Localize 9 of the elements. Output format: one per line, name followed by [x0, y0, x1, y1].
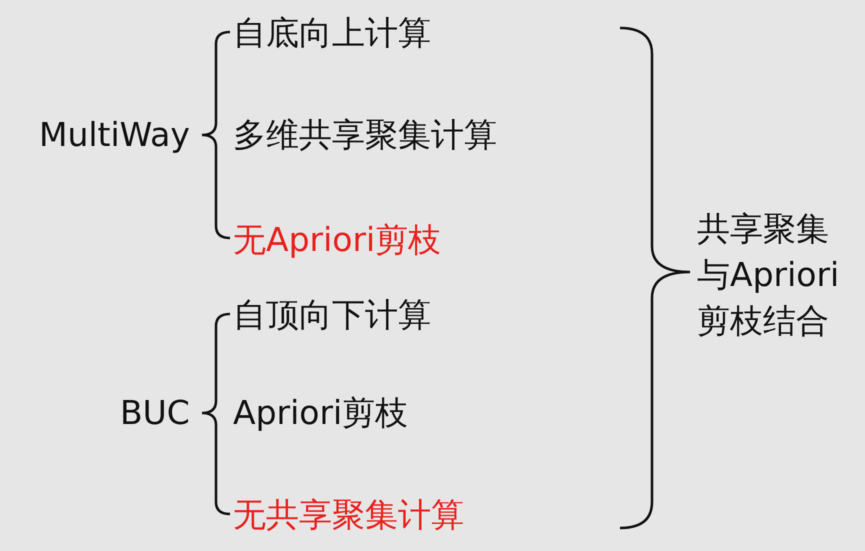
method-label: MultiWay [39, 115, 190, 155]
method-label: BUC [120, 393, 190, 433]
branch-text: 多维共享聚集计算 [233, 115, 497, 155]
branch-text: Apriori剪枝 [233, 393, 408, 433]
branch-text: 自底向上计算 [233, 13, 431, 53]
branch-text: 无共享聚集计算 [233, 495, 464, 535]
branch-text: 自顶向下计算 [233, 295, 431, 335]
summary-text: 共享聚集与Apriori剪枝结合 [697, 208, 840, 342]
branch-text: 无Apriori剪枝 [233, 220, 442, 260]
